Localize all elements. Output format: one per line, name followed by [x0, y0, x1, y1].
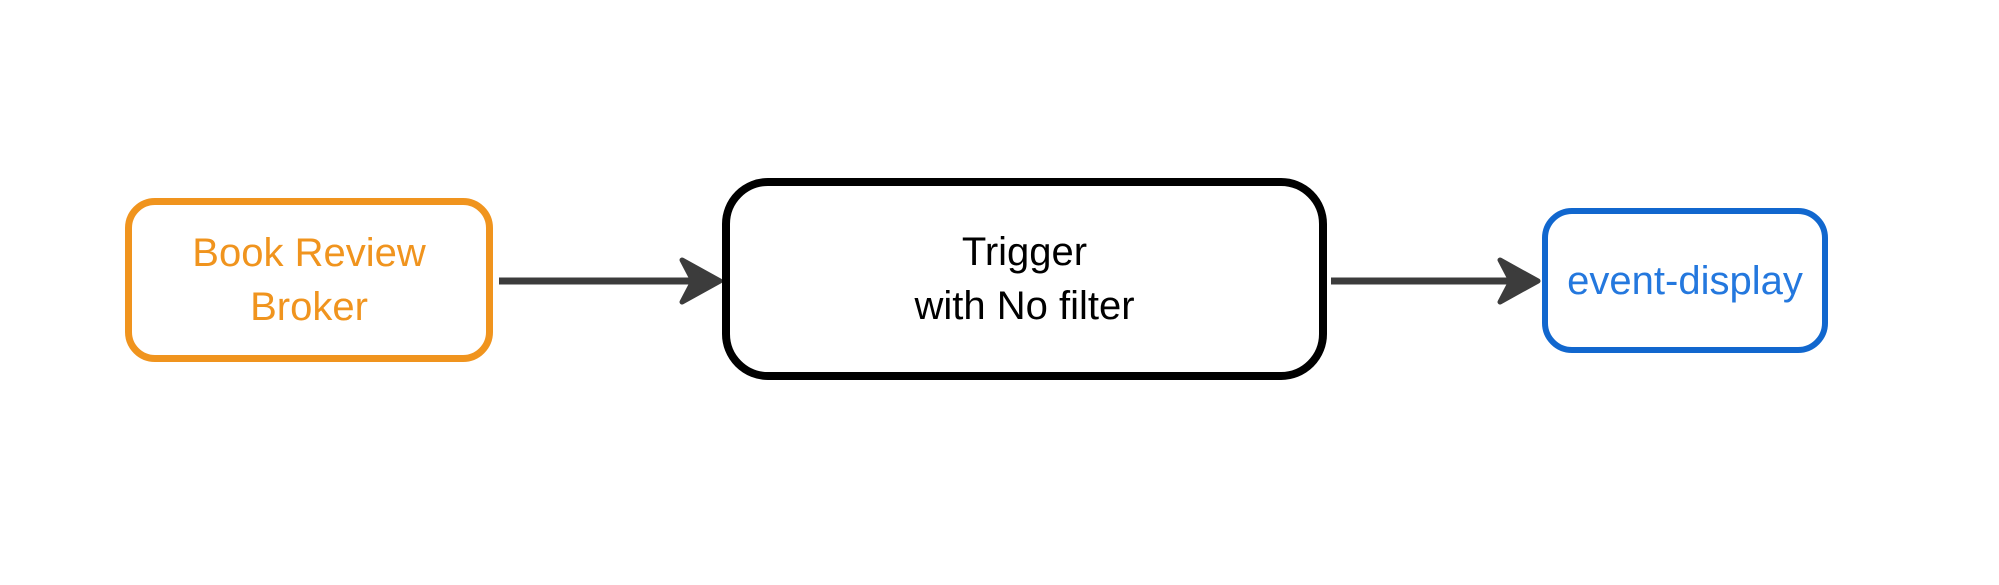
- node-label-line: with No filter: [914, 284, 1135, 328]
- node-label-line: Trigger: [961, 230, 1088, 274]
- node-label-line: event-display: [1567, 258, 1803, 303]
- node-label-line: Book Review: [192, 231, 426, 275]
- arrow-trigger-to-display: [1331, 257, 1541, 305]
- node-book-review-broker: Book Review Broker: [125, 198, 493, 362]
- arrowhead-icon: [1497, 257, 1541, 305]
- node-label-line: Broker: [250, 285, 368, 329]
- node-trigger-with-no-filter: Trigger with No filter: [722, 178, 1327, 380]
- node-event-display: event-display: [1542, 208, 1828, 353]
- arrowhead-icon: [679, 257, 723, 305]
- arrow-broker-to-trigger: [499, 257, 723, 305]
